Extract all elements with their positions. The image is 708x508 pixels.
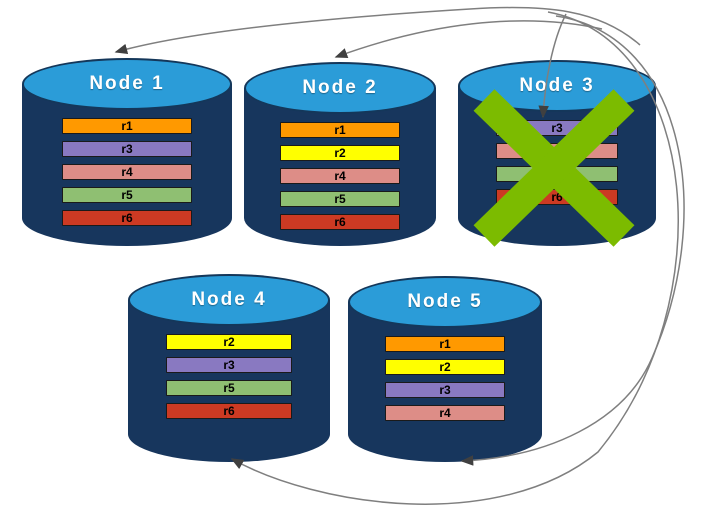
node-5: Node 5 r1 r2 r3 r4 [348, 276, 542, 462]
node-5-cap: Node 5 [348, 276, 542, 328]
replica-bar: r5 [280, 191, 400, 207]
replica-bar: r2 [166, 334, 292, 350]
node-4-replicas: r2 r3 r5 r6 [128, 334, 330, 419]
replica-bar: r2 [384, 359, 506, 375]
replica-bar: r5 [61, 187, 193, 203]
replica-bar: r1 [280, 122, 400, 138]
replica-bar: r5 [495, 166, 619, 182]
replica-bar: r4 [495, 143, 619, 159]
replica-bar: r5 [166, 380, 292, 396]
node-1-cap: Node 1 [22, 58, 232, 110]
node-2-cap: Node 2 [244, 62, 436, 114]
replica-bar: r6 [495, 189, 619, 205]
replica-bar: r1 [61, 118, 193, 134]
replica-bar: r2 [280, 145, 400, 161]
replica-bar: r4 [61, 164, 193, 180]
rebalance-arrow-to-node-1 [114, 6, 641, 55]
rebalance-arrow-to-node-2 [334, 20, 603, 59]
replica-bar: r6 [166, 403, 292, 419]
replica-bar: r3 [61, 141, 193, 157]
replica-bar: r6 [280, 214, 400, 230]
node-5-replicas: r1 r2 r3 r4 [348, 336, 542, 421]
node-2: Node 2 r1 r2 r4 r5 r6 [244, 62, 436, 246]
node-2-replicas: r1 r2 r4 r5 r6 [244, 122, 436, 230]
replica-bar: r4 [384, 405, 506, 421]
replica-bar: r3 [495, 120, 619, 136]
node-3-cap: Node 3 [458, 60, 656, 112]
node-1-replicas: r1 r3 r4 r5 r6 [22, 118, 232, 226]
replica-bar: r4 [280, 168, 400, 184]
node-3-replicas: r3 r4 r5 r6 [458, 120, 656, 205]
node-3: Node 3 r3 r4 r5 r6 [458, 60, 656, 246]
node-4-label: Node 4 [191, 289, 267, 310]
replica-bar: r3 [166, 357, 292, 373]
node-4: Node 4 r2 r3 r5 r6 [128, 274, 330, 462]
node-1-label: Node 1 [89, 73, 165, 94]
node-1: Node 1 r1 r3 r4 r5 r6 [22, 58, 232, 246]
node-4-cap: Node 4 [128, 274, 330, 326]
replica-bar: r1 [384, 336, 506, 352]
node-2-label: Node 2 [302, 77, 378, 98]
replica-bar: r6 [61, 210, 193, 226]
node-5-label: Node 5 [407, 291, 483, 312]
node-3-label: Node 3 [519, 75, 595, 96]
replica-bar: r3 [384, 382, 506, 398]
